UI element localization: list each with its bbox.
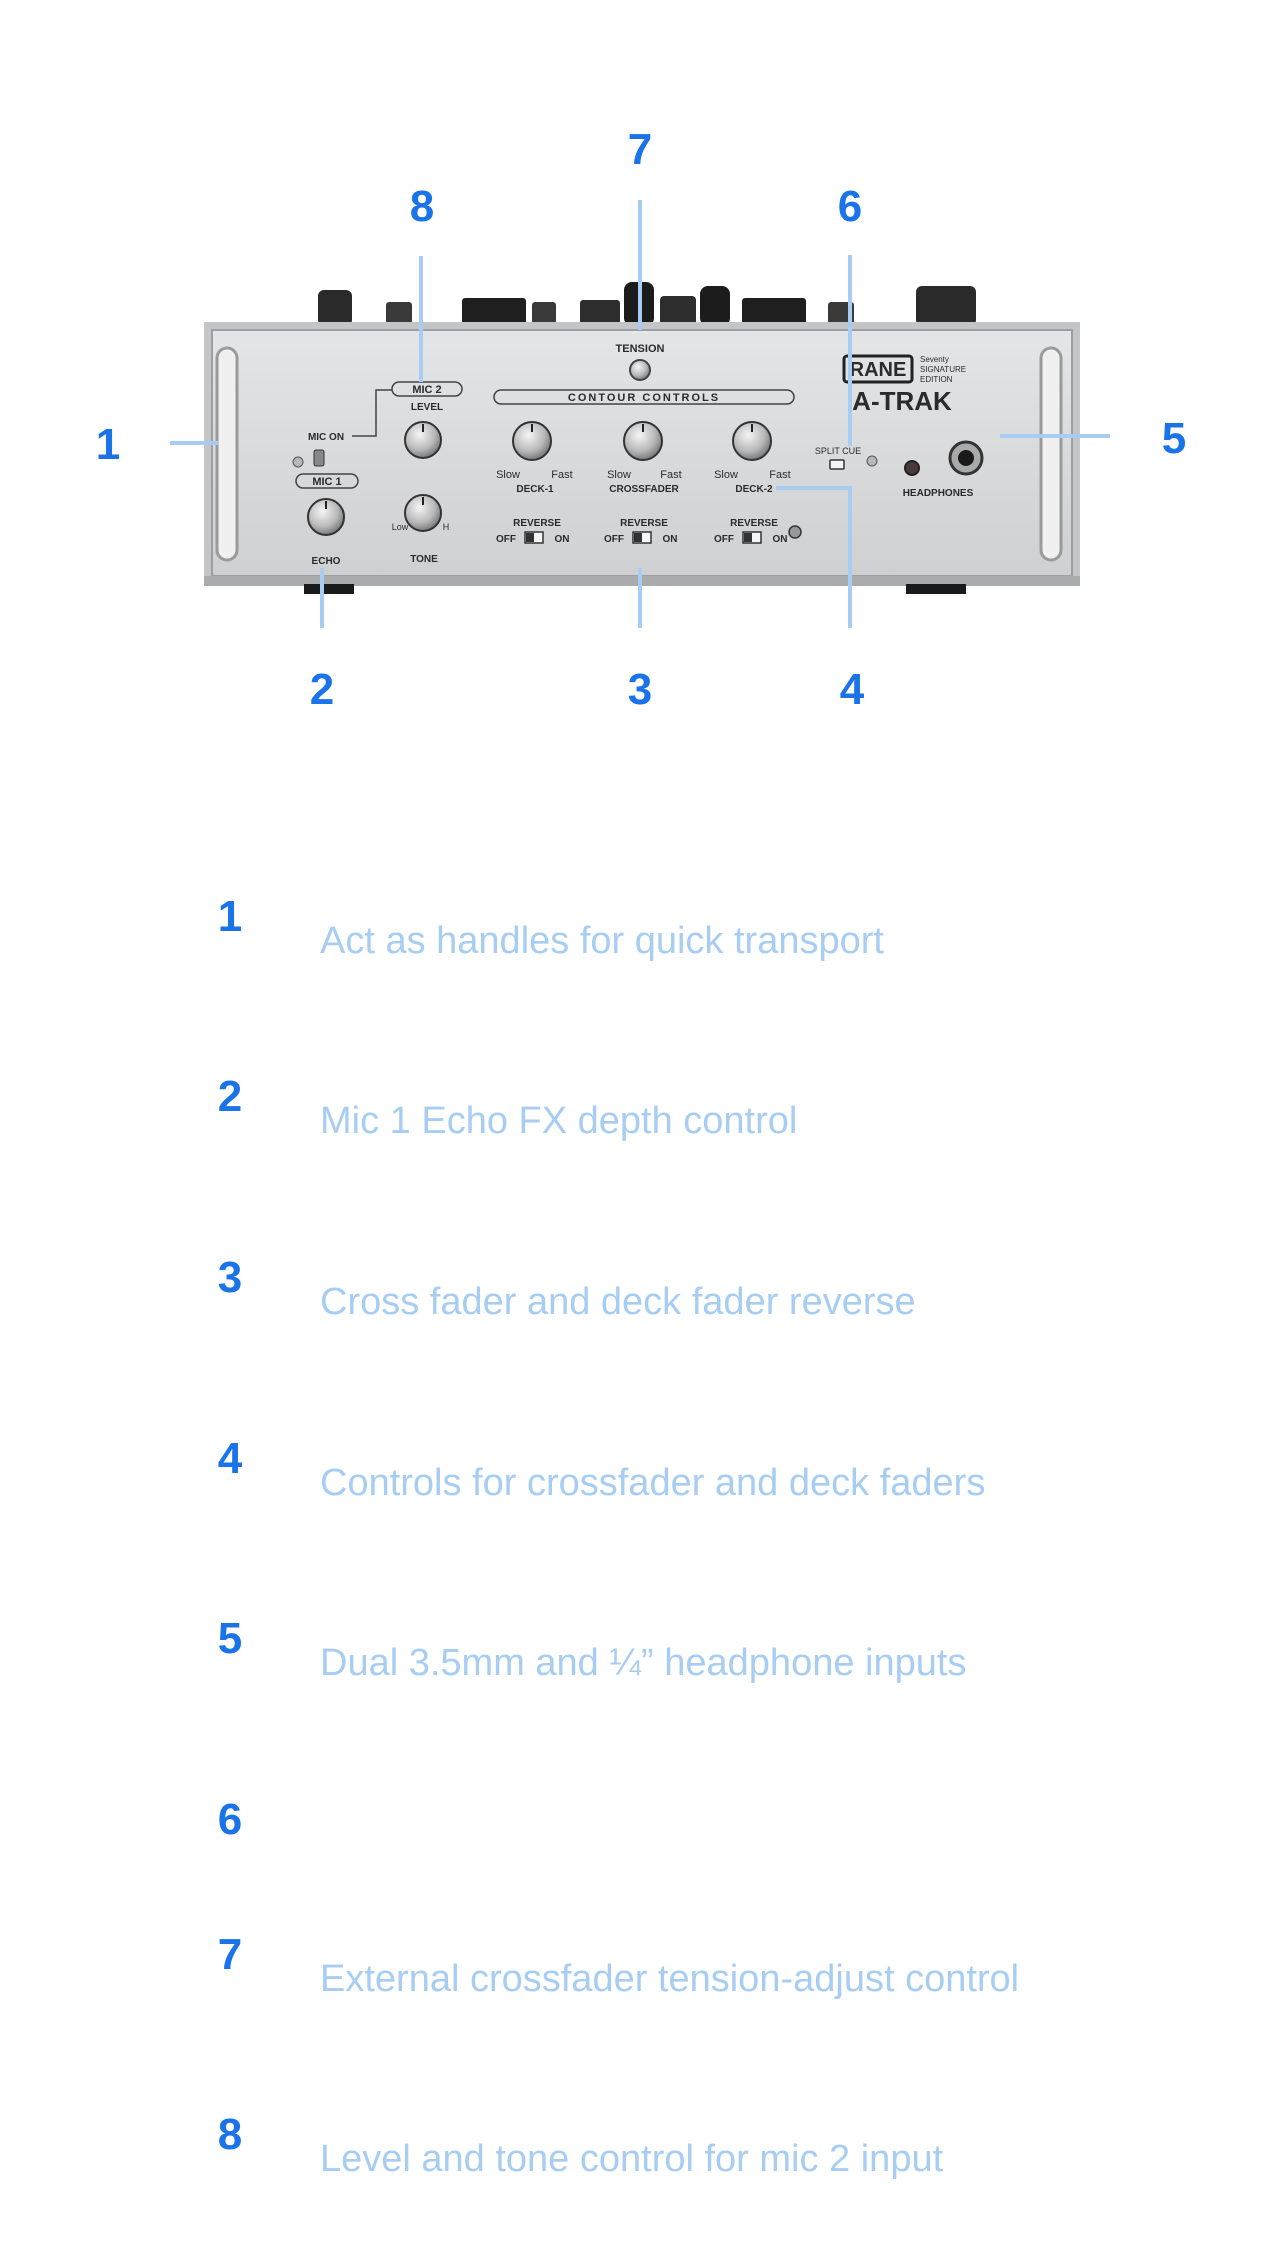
handle-right xyxy=(1039,346,1063,562)
deck1-slow-label: Slow xyxy=(496,469,520,481)
reverse-switch-crossfader: REVERSE OFF ON xyxy=(604,518,678,545)
edition-line3: EDITION xyxy=(920,375,953,384)
reverse-label-crossfader: REVERSE xyxy=(620,518,668,529)
reverse-switch-deck1: REVERSE OFF ON xyxy=(496,518,570,545)
split-cue-label: SPLIT CUE xyxy=(815,446,861,456)
leader-lines xyxy=(170,200,1110,628)
model-label: A-TRAK xyxy=(852,386,952,416)
deck1-fast-label: Fast xyxy=(551,469,572,481)
echo-label: ECHO xyxy=(312,556,341,567)
reverse-switch-deck2: REVERSE OFF ON xyxy=(714,518,802,545)
reverse-off-crossfader: OFF xyxy=(604,534,624,545)
crossfader-slow-label: Slow xyxy=(607,469,631,481)
callout-1: 1 xyxy=(95,420,121,469)
callout-2: 2 xyxy=(309,665,335,714)
deck2-fast-label: Fast xyxy=(769,469,790,481)
legend-number-6: 6 xyxy=(217,1795,243,1844)
legend-text-3: Cross fader and deck fader reverse xyxy=(320,1281,916,1323)
crossfader-fast-label: Fast xyxy=(660,469,681,481)
brand-label: RANE xyxy=(850,359,907,381)
mic-on-label: MIC ON xyxy=(308,432,344,443)
deck2-slow-label: Slow xyxy=(714,469,738,481)
legend-number-1: 1 xyxy=(217,892,243,941)
callout-3: 3 xyxy=(627,665,653,714)
legend-text-8: Level and tone control for mic 2 input xyxy=(320,2138,944,2180)
mic2-label: MIC 2 xyxy=(412,384,441,396)
reverse-label-deck2: REVERSE xyxy=(730,518,778,529)
mic1-label: MIC 1 xyxy=(312,476,341,488)
callout-8: 8 xyxy=(409,182,435,231)
legend-number-4: 4 xyxy=(217,1434,243,1483)
mixer-illustration: TENSION RANE Seventy SIGNATURE EDITION A… xyxy=(170,200,1110,628)
reverse-label-deck1: REVERSE xyxy=(513,518,561,529)
reverse-on-deck1: ON xyxy=(555,534,570,545)
callout-6: 6 xyxy=(837,182,863,231)
tone-label: TONE xyxy=(410,554,438,565)
reverse-off-deck1: OFF xyxy=(496,534,516,545)
headphone-jacks: HEADPHONES xyxy=(903,440,984,499)
tone-low-label: Low xyxy=(392,522,409,532)
legend-text-7: External crossfader tension-adjust contr… xyxy=(320,1958,1020,2000)
mixer-diagram: TENSION RANE Seventy SIGNATURE EDITION A… xyxy=(0,0,1280,760)
legend-number-7: 7 xyxy=(217,1930,243,1979)
mic2-section: MIC 2 LEVEL MIC ON Low H TONE xyxy=(292,381,463,565)
tone-high-label: H xyxy=(443,522,450,532)
deck2-contour-knob: Slow Fast DECK-2 xyxy=(714,421,791,495)
callout-4: 4 xyxy=(839,665,865,714)
legend-number-3: 3 xyxy=(217,1253,243,1302)
contour-controls-label: CONTOUR CONTROLS xyxy=(568,392,720,404)
callout-5: 5 xyxy=(1161,414,1187,463)
legend-text-2: Mic 1 Echo FX depth control xyxy=(320,1100,798,1142)
leader-line-4 xyxy=(776,486,852,628)
legend-number-5: 5 xyxy=(217,1614,243,1663)
legend-text-5: Dual 3.5mm and ¼” headphone inputs xyxy=(320,1642,967,1684)
deck1-label: DECK-1 xyxy=(516,484,554,495)
reverse-off-deck2: OFF xyxy=(714,534,734,545)
legend-text-4: Controls for crossfader and deck faders xyxy=(320,1462,986,1504)
rane-logo: RANE Seventy SIGNATURE EDITION A-TRAK xyxy=(842,354,966,416)
handle-left xyxy=(215,346,239,562)
level-label: LEVEL xyxy=(411,402,443,413)
reverse-on-crossfader: ON xyxy=(663,534,678,545)
legend-number-2: 2 xyxy=(217,1072,243,1121)
contour-controls-header: CONTOUR CONTROLS xyxy=(493,389,795,405)
tension-control: TENSION xyxy=(616,343,665,381)
rear-connectors xyxy=(318,282,976,326)
crossfader-label: CROSSFADER xyxy=(609,484,679,495)
edition-line2: SIGNATURE xyxy=(920,365,966,374)
deck1-contour-knob: Slow Fast DECK-1 xyxy=(496,421,573,495)
edition-line1: Seventy xyxy=(920,355,949,364)
split-cue-switch: SPLIT CUE xyxy=(815,446,878,470)
headphones-label: HEADPHONES xyxy=(903,488,974,499)
callout-7: 7 xyxy=(627,125,653,174)
tension-label: TENSION xyxy=(616,343,665,355)
mic1-section: MIC 1 ECHO xyxy=(295,473,359,567)
reverse-on-deck2: ON xyxy=(773,534,788,545)
legend-text-1: Act as handles for quick transport xyxy=(320,920,884,962)
legend-number-8: 8 xyxy=(217,2110,243,2159)
crossfader-contour-knob: Slow Fast CROSSFADER xyxy=(607,421,682,495)
deck2-label: DECK-2 xyxy=(735,484,773,495)
